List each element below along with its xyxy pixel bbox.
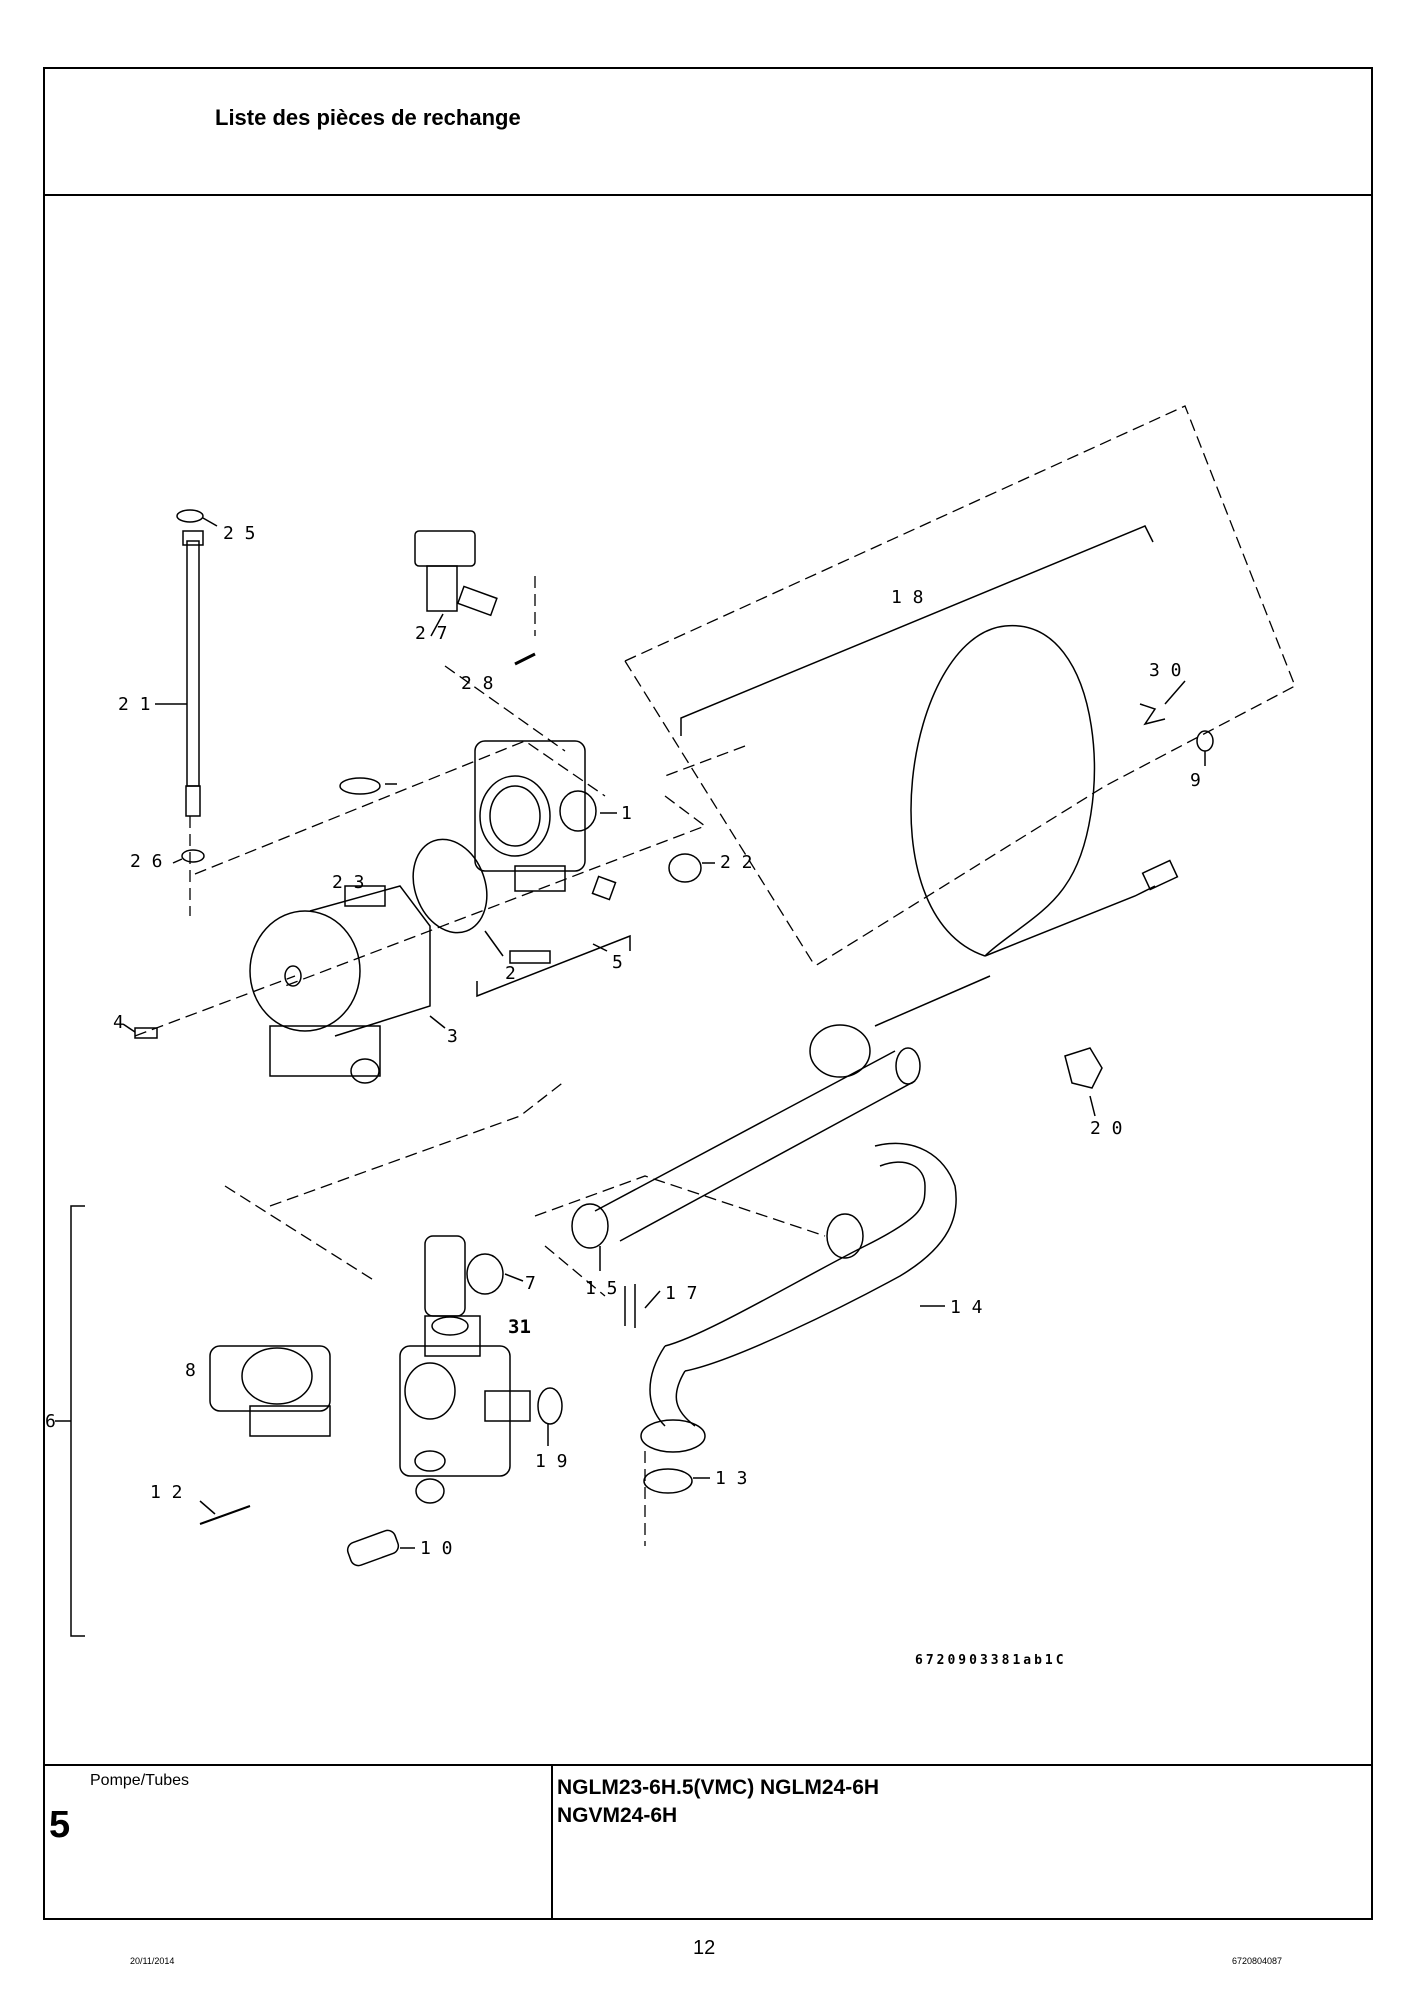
- washer-23: [339, 777, 381, 795]
- page-frame: Liste des pièces de rechange: [43, 67, 1373, 1920]
- bracket-6: [70, 1205, 85, 1637]
- bracket-18: [680, 525, 1154, 736]
- elbow-7: [424, 1235, 504, 1317]
- washer-25: [176, 509, 204, 523]
- callout-6: 6: [45, 1411, 56, 1432]
- callout-5: 5: [612, 952, 623, 973]
- callout-25: 2 5: [223, 523, 256, 544]
- sensor-head-18: [809, 1024, 871, 1078]
- assembly-dashed-lines: [134, 405, 1296, 1546]
- pin-28: [514, 652, 536, 666]
- pipe-14: [640, 1142, 957, 1453]
- callout-17: 1 7: [665, 1283, 698, 1304]
- footer-block: Pompe/Tubes 5 NGLM23-6H.5(VMC) NGLM24-6H…: [45, 1764, 1371, 1920]
- plate-22: [591, 875, 617, 901]
- screw-4: [134, 1027, 158, 1039]
- actuator-8: [209, 1345, 331, 1437]
- bracket-5: [476, 934, 631, 998]
- models-line-2: NGVM24-6H: [557, 1804, 678, 1827]
- cable-18: [910, 625, 1096, 957]
- valve-block-6: [399, 1315, 531, 1477]
- fitting-10: [346, 1478, 445, 1567]
- print-date: 20/11/2014: [130, 1956, 175, 1966]
- clip-17: [624, 1284, 636, 1328]
- callout-27: 2 7: [415, 623, 448, 644]
- header: Liste des pièces de rechange: [45, 69, 1371, 196]
- callout-8: 8: [185, 1360, 196, 1381]
- screw-5: [509, 950, 551, 964]
- clip-30: [1139, 703, 1166, 726]
- callout-20: 2 0: [1090, 1118, 1123, 1139]
- callout-22: 2 2: [720, 852, 753, 873]
- washer-22: [668, 853, 702, 883]
- models-line-1: NGLM23-6H.5(VMC) NGLM24-6H: [557, 1776, 880, 1799]
- washer-31: [431, 1316, 469, 1336]
- section-number: 5: [49, 1804, 71, 1846]
- sensor-27: [414, 530, 498, 617]
- page-title: Liste des pièces de rechange: [215, 105, 521, 130]
- washer-26: [181, 849, 205, 863]
- hose-15: [571, 1047, 921, 1249]
- callout-10: 1 0: [420, 1538, 453, 1559]
- callout-2: 2: [505, 963, 516, 984]
- callout-19: 1 9: [535, 1451, 568, 1472]
- washer-13: [643, 1468, 693, 1494]
- oring-2: [412, 838, 488, 934]
- oring-19: [537, 1387, 563, 1425]
- callout-14: 1 4: [950, 1297, 983, 1318]
- callout-7: 7: [525, 1273, 536, 1294]
- diagram-svg: 2 5 2 7 2 8 1 8 3 0 9 2 1 2 6 2 3 1 2 2 …: [45, 405, 1296, 1668]
- callout-9: 9: [1190, 770, 1201, 791]
- clip-20: [1064, 1047, 1103, 1089]
- section-name: Pompe/Tubes: [90, 1772, 190, 1789]
- callout-28: 2 8: [461, 673, 494, 694]
- drawing-reference: 6720903381ab1C: [915, 1653, 1067, 1668]
- exploded-parts-diagram: 2 5 2 7 2 8 1 8 3 0 9 2 1 2 6 2 3 1 2 2 …: [45, 196, 1371, 1764]
- pipe-21: [186, 540, 200, 787]
- page-number: 12: [693, 1937, 716, 1959]
- callout-15: 1 5: [585, 1278, 618, 1299]
- footer-section-cell: Pompe/Tubes 5: [45, 1766, 553, 1920]
- callout-13: 1 3: [715, 1468, 748, 1489]
- callout-12: 1 2: [150, 1482, 183, 1503]
- sensor-plug-18: [1141, 859, 1179, 891]
- pump-motor-3: [249, 885, 431, 1084]
- callout-30: 3 0: [1149, 660, 1182, 681]
- callout-labels: 2 5 2 7 2 8 1 8 3 0 9 2 1 2 6 2 3 1 2 2 …: [45, 523, 1201, 1668]
- callout-23: 2 3: [332, 872, 365, 893]
- callout-21: 2 1: [118, 694, 151, 715]
- model-list: NGLM23-6H.5(VMC) NGLM24-6H NGVM24-6H: [557, 1774, 879, 1830]
- callout-18: 1 8: [891, 587, 924, 608]
- callout-26: 2 6: [130, 851, 163, 872]
- callout-3: 3: [447, 1026, 458, 1047]
- screw-12: [199, 1505, 251, 1525]
- callout-31: 31: [508, 1316, 531, 1338]
- pump-housing-1: [474, 740, 597, 892]
- callout-1: 1: [621, 803, 632, 824]
- callout-4: 4: [113, 1012, 124, 1033]
- document-reference: 6720804087: [1232, 1956, 1283, 1966]
